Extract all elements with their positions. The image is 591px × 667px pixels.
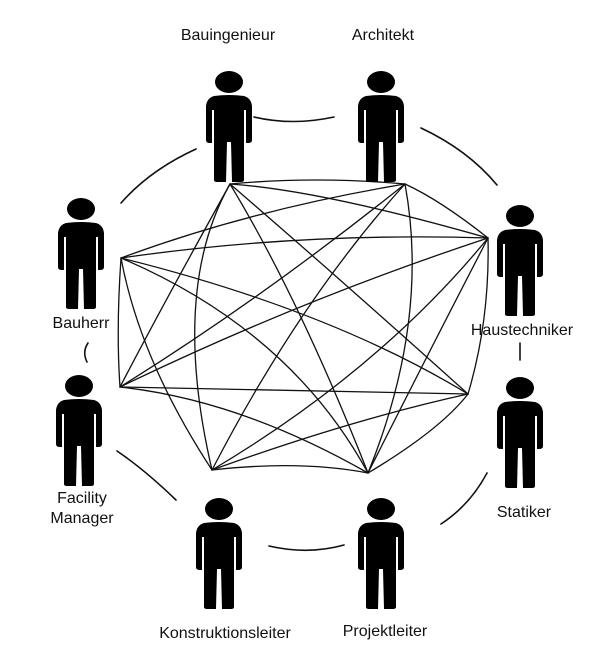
person-icon-architekt [358, 71, 404, 182]
link-projektleiter-konstruktionsleiter [268, 544, 345, 552]
label-konstruktionsleiter: Konstruktionsleiter [159, 625, 291, 642]
link-bauingenieur-architekt [253, 116, 335, 123]
label-bauherr: Bauherr [52, 315, 110, 332]
link-statiker-projektleiter [440, 472, 488, 525]
label-facility-line1: Facility [57, 490, 107, 507]
person-icon-konstruktionsleiter [196, 498, 242, 609]
link-bauherr-bauingenieur [120, 148, 197, 204]
person-icon-haustechniker [497, 205, 543, 316]
interconnection-web [117, 179, 489, 474]
label-facility-manager: Facility Manager [50, 489, 113, 529]
person-icon-bauingenieur [206, 71, 252, 182]
link-facility-bauherr [83, 342, 89, 363]
link-architekt-haustechniker [420, 127, 498, 186]
person-icon-bauherr [58, 198, 104, 309]
link-konstruktionsleiter-facility [116, 450, 177, 501]
label-haustechniker: Haustechniker [470, 322, 574, 339]
ring-connectors [83, 116, 521, 552]
label-statiker: Statiker [496, 504, 552, 521]
label-projektleiter: Projektleiter [342, 623, 428, 640]
label-architekt: Architekt [351, 27, 415, 44]
label-bauingenieur: Bauingenieur [180, 27, 276, 44]
person-icon-statiker [497, 377, 543, 488]
label-facility-line2: Manager [50, 510, 114, 527]
person-icon-projektleiter [358, 498, 404, 609]
person-icon-facility-manager [56, 375, 102, 486]
